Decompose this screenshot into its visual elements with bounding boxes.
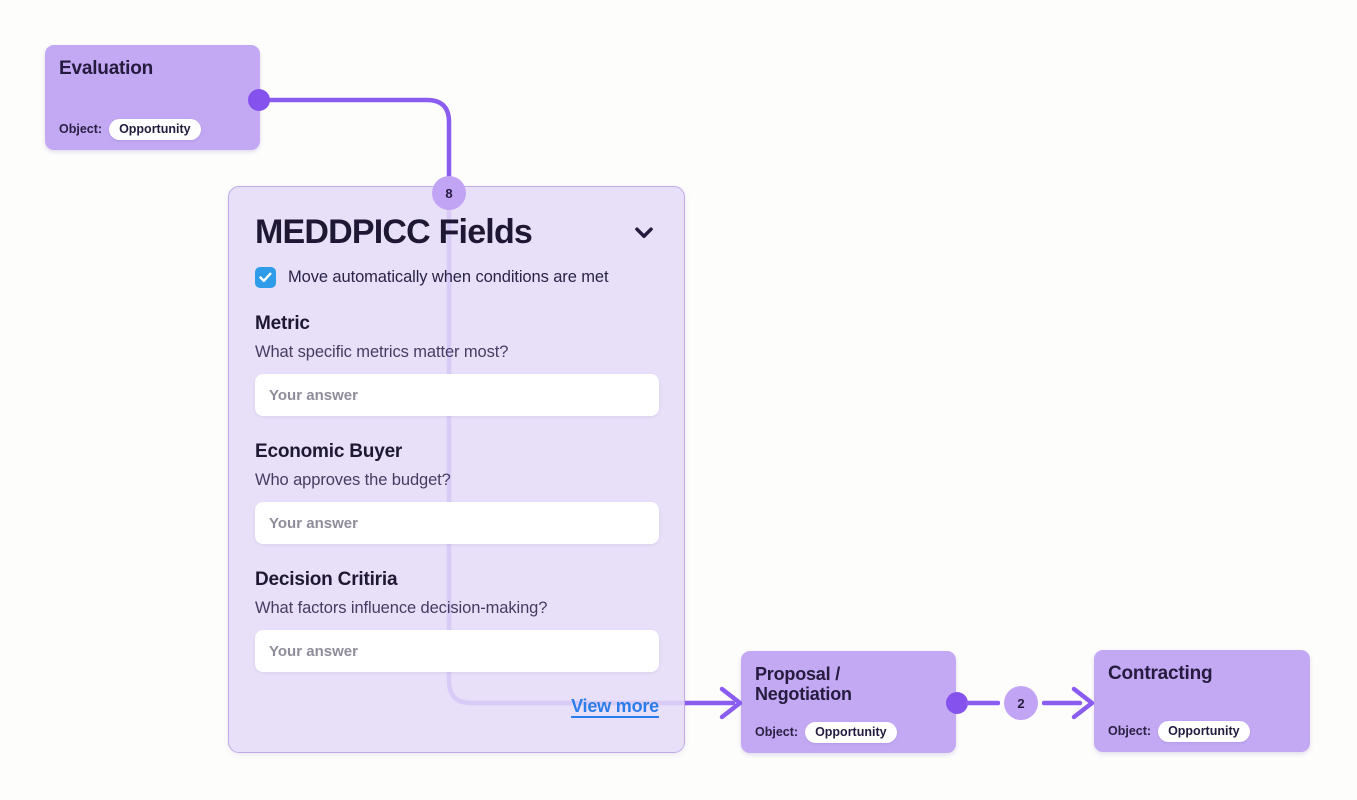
connector-count-badge[interactable]: 2 xyxy=(1004,686,1038,720)
object-row: Object: Opportunity xyxy=(1108,720,1296,742)
field-section-metric: Metric What specific metrics matter most… xyxy=(255,313,659,416)
field-answer-input[interactable] xyxy=(255,374,659,416)
object-row: Object: Opportunity xyxy=(755,721,942,743)
object-type-badge: Opportunity xyxy=(109,118,201,140)
object-row: Object: Opportunity xyxy=(59,118,246,140)
field-answer-input[interactable] xyxy=(255,502,659,544)
field-section-decision-criteria: Decision Critiria What factors influence… xyxy=(255,569,659,672)
node-contracting-title: Contracting xyxy=(1108,663,1213,684)
node-evaluation-title: Evaluation xyxy=(59,58,154,79)
field-question: What factors influence decision-making? xyxy=(255,599,548,617)
node-evaluation[interactable]: Evaluation Object: Opportunity xyxy=(45,45,260,150)
arrowhead-icon xyxy=(1071,686,1095,720)
auto-move-label: Move automatically when conditions are m… xyxy=(288,268,609,286)
object-label: Object: xyxy=(755,725,799,740)
node-proposal-negotiation[interactable]: Proposal / Negotiation Object: Opportuni… xyxy=(741,651,956,753)
check-icon xyxy=(259,272,272,283)
panel-header: MEDDPICC Fields xyxy=(255,213,659,252)
field-question: Who approves the budget? xyxy=(255,471,451,489)
field-name: Economic Buyer xyxy=(255,441,403,462)
field-name: Metric xyxy=(255,313,310,334)
auto-move-row[interactable]: Move automatically when conditions are m… xyxy=(255,267,659,288)
field-name: Decision Critiria xyxy=(255,569,398,590)
field-question: What specific metrics matter most? xyxy=(255,343,509,361)
connector-count-badge[interactable]: 8 xyxy=(432,176,466,210)
view-more-row: View more xyxy=(255,696,659,717)
node-contracting[interactable]: Contracting Object: Opportunity xyxy=(1094,650,1310,752)
object-label: Object: xyxy=(59,122,103,137)
arrowhead-icon xyxy=(719,686,743,720)
field-answer-input[interactable] xyxy=(255,630,659,672)
object-type-badge: Opportunity xyxy=(1158,720,1250,742)
field-section-economic-buyer: Economic Buyer Who approves the budget? xyxy=(255,441,659,544)
view-more-link[interactable]: View more xyxy=(571,696,659,716)
auto-move-checkbox[interactable] xyxy=(255,267,276,288)
node-meddpicc-panel[interactable]: MEDDPICC Fields Move automatically when … xyxy=(228,186,685,753)
object-type-badge: Opportunity xyxy=(805,721,897,743)
object-label: Object: xyxy=(1108,724,1152,739)
panel-title: MEDDPICC Fields xyxy=(255,213,533,251)
node-proposal-title: Proposal / Negotiation xyxy=(755,664,852,705)
chevron-down-icon[interactable] xyxy=(629,218,659,248)
